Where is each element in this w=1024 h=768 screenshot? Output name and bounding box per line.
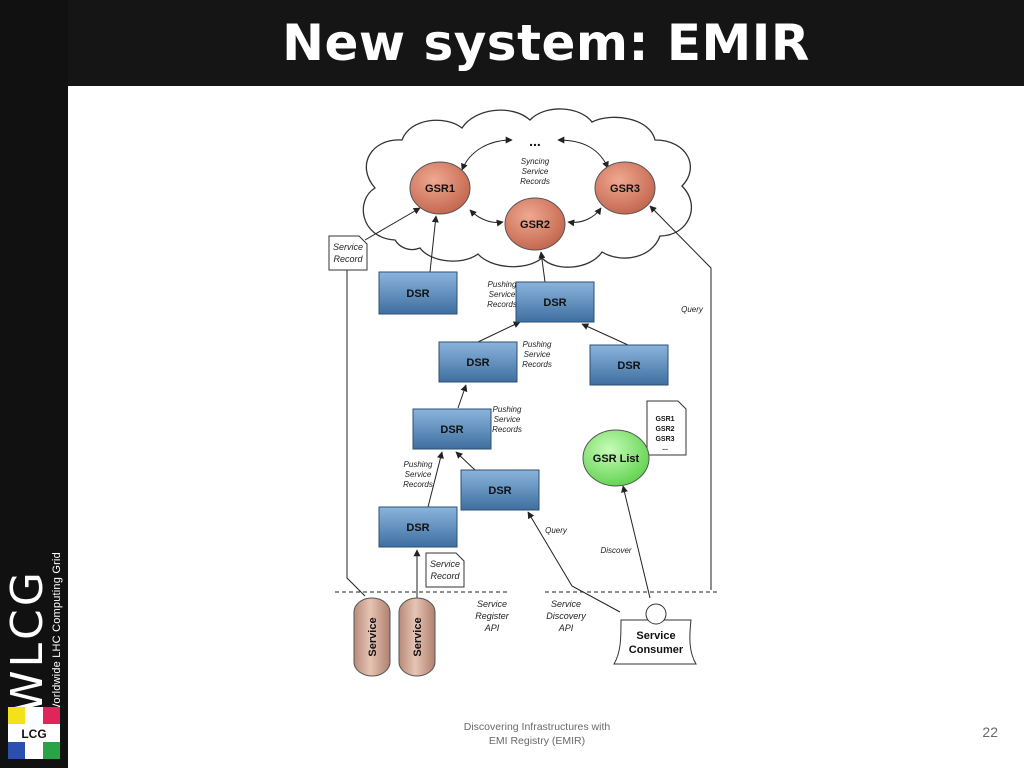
service-consumer-line1: Service bbox=[636, 630, 675, 642]
service-2-label: Service bbox=[412, 617, 424, 656]
gsr3-label: GSR3 bbox=[610, 183, 640, 195]
dsr-d-to-dsr-b-arrow bbox=[581, 323, 629, 346]
dsr-b-label: DSR bbox=[543, 297, 566, 309]
service-1-label: Service bbox=[367, 617, 379, 656]
pushing-label-4b: Service bbox=[405, 470, 432, 479]
pushing-label-2a: Pushing bbox=[523, 340, 552, 349]
dsr-box-a bbox=[378, 271, 458, 315]
registry-cloud bbox=[362, 108, 693, 268]
dsr-box-b bbox=[515, 281, 595, 323]
slide-title: New system: EMIR bbox=[282, 14, 810, 72]
dsr-g-to-dsr-e-arrow bbox=[427, 451, 444, 508]
gsr-doc-line-4: ... bbox=[662, 445, 668, 452]
gsr2-label: GSR2 bbox=[520, 219, 550, 231]
pushing-label-4c: Records bbox=[403, 480, 433, 489]
gsr-doc-line-2: GSR2 bbox=[655, 426, 674, 433]
pushing-label-4a: Pushing bbox=[404, 460, 433, 469]
dsr-a-to-gsr1-arrow bbox=[429, 215, 439, 273]
service-register-api-3: API bbox=[484, 623, 500, 633]
gsr1-node bbox=[409, 161, 471, 215]
footer-text: Discovering Infrastructures with EMI Reg… bbox=[437, 720, 637, 748]
sync-arrow-gsr2-gsr3 bbox=[567, 207, 602, 227]
gsr-list-node bbox=[582, 429, 650, 487]
page-number: 22 bbox=[982, 724, 998, 740]
service-discovery-api-3: API bbox=[558, 623, 574, 633]
lcg-logo: LCG bbox=[8, 707, 60, 759]
service-consumer-shape bbox=[613, 619, 697, 665]
service-record-to-gsr1-arrow bbox=[364, 207, 421, 241]
gsr2-node bbox=[504, 197, 566, 251]
dsr-b-to-gsr2-arrow bbox=[538, 251, 546, 283]
pushing-label-3a: Pushing bbox=[493, 405, 522, 414]
sync-arrow-gsr1-gsr2 bbox=[469, 209, 504, 227]
sidebar bbox=[0, 0, 68, 768]
discover-label: Discover bbox=[600, 546, 631, 555]
sync-arrow-gsr1-top bbox=[461, 136, 513, 171]
dsr-c-label: DSR bbox=[466, 357, 489, 369]
service-register-api-1: Service bbox=[477, 599, 507, 609]
dsr-box-d bbox=[589, 344, 669, 386]
dsr-box-f bbox=[460, 469, 540, 511]
service-record-top-line2: Record bbox=[333, 254, 363, 264]
footer-line-1: Discovering Infrastructures with bbox=[463, 721, 611, 733]
dsr-f-to-dsr-e-arrow bbox=[455, 451, 476, 471]
service-discovery-api-2: Discovery bbox=[546, 611, 586, 621]
service-record-top-line1: Service bbox=[333, 242, 363, 252]
dsr-e-to-dsr-c-arrow bbox=[457, 384, 468, 409]
query-label-lower: Query bbox=[545, 526, 568, 535]
service-record-bottom-line2: Record bbox=[430, 571, 460, 581]
pushing-label-1b: Service bbox=[489, 290, 516, 299]
discover-line-to-gsr-list bbox=[621, 485, 651, 599]
service-cylinder-1 bbox=[353, 597, 391, 677]
syncing-label-2: Service bbox=[522, 167, 549, 176]
sync-arrow-gsr3-top bbox=[557, 136, 609, 169]
pushing-label-2c: Records bbox=[522, 360, 552, 369]
dsr-d-label: DSR bbox=[617, 360, 640, 372]
dsr-box-c bbox=[438, 341, 518, 383]
service-record-doc-bottom bbox=[425, 552, 465, 588]
lcg-badge-text: LCG bbox=[21, 727, 46, 741]
service-record-doc-top bbox=[328, 235, 368, 271]
service-register-api-2: Register bbox=[475, 611, 510, 621]
query-line-to-dsr-f bbox=[527, 511, 621, 613]
dsr-e-label: DSR bbox=[440, 424, 463, 436]
gsr-doc-line-3: GSR3 bbox=[655, 436, 674, 443]
service-discovery-api-1: Service bbox=[551, 599, 581, 609]
service-cylinder-2 bbox=[398, 597, 436, 677]
pushing-label-1a: Pushing bbox=[488, 280, 517, 289]
pushing-label-3b: Service bbox=[494, 415, 521, 424]
footer-line-2: EMI Registry (EMIR) bbox=[488, 735, 586, 747]
gsr-list-doc bbox=[646, 400, 687, 456]
service-consumer-head bbox=[645, 603, 667, 625]
service-record-line-left bbox=[346, 268, 366, 597]
gsr-doc-line-1: GSR1 bbox=[655, 416, 674, 423]
service-record-bottom-line1: Service bbox=[430, 559, 460, 569]
pushing-label-1c: Records bbox=[487, 300, 517, 309]
dsr-a-label: DSR bbox=[406, 288, 429, 300]
gsr1-label: GSR1 bbox=[425, 183, 455, 195]
gsr3-node bbox=[594, 161, 656, 215]
service-consumer-line2: Consumer bbox=[629, 644, 684, 656]
syncing-label-3: Records bbox=[520, 177, 550, 186]
dsr-g-label: DSR bbox=[406, 522, 429, 534]
dsr-c-to-dsr-b-arrow bbox=[477, 321, 521, 343]
dsr-box-g bbox=[378, 506, 458, 548]
pushing-label-2b: Service bbox=[524, 350, 551, 359]
query-line-to-gsr3 bbox=[649, 205, 712, 590]
ellipsis-label: ... bbox=[529, 133, 541, 149]
gsr-list-label: GSR List bbox=[593, 453, 640, 465]
title-bar bbox=[68, 0, 1024, 86]
dsr-f-label: DSR bbox=[488, 485, 511, 497]
dsr-box-e bbox=[412, 408, 492, 450]
pushing-label-3c: Records bbox=[492, 425, 522, 434]
syncing-label-1: Syncing bbox=[521, 157, 550, 166]
query-label-right: Query bbox=[681, 305, 704, 314]
